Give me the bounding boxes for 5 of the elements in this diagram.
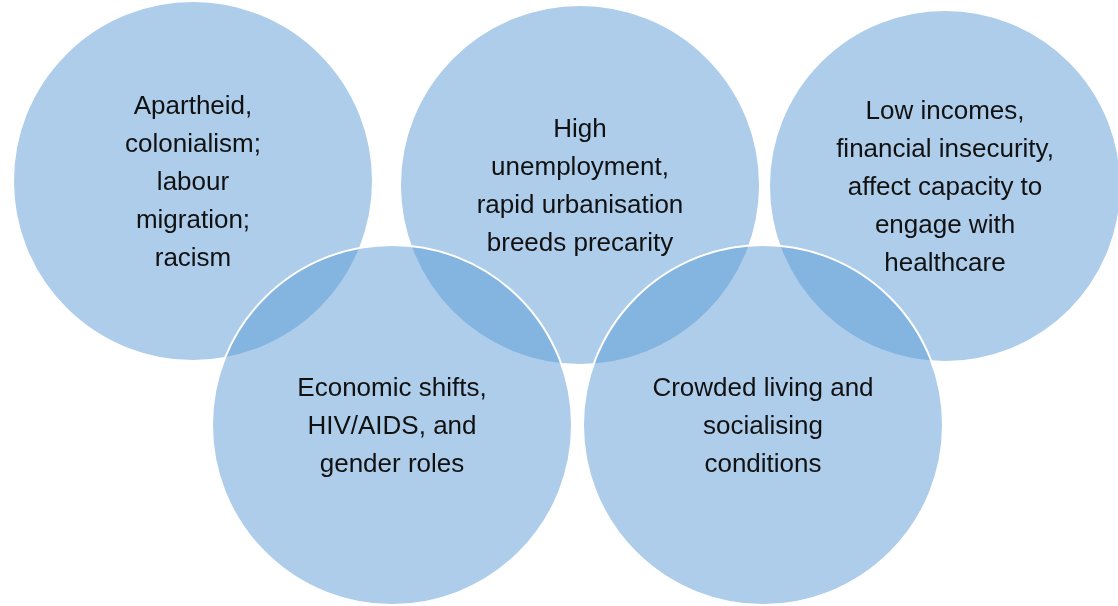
circle-label: Crowded living and socialising conditions [651,371,875,480]
circle-label: High unemployment, rapid urbanisation breeds precarity [475,112,685,259]
circle-label: Economic shifts, HIV/AIDS, and gender roles [296,371,488,480]
circle-label: Apartheid, colonialism; labour migration; racism [124,89,262,274]
circle-label: Low incomes, financial insecurity, affect capacity to engage with healthcare [835,94,1055,279]
